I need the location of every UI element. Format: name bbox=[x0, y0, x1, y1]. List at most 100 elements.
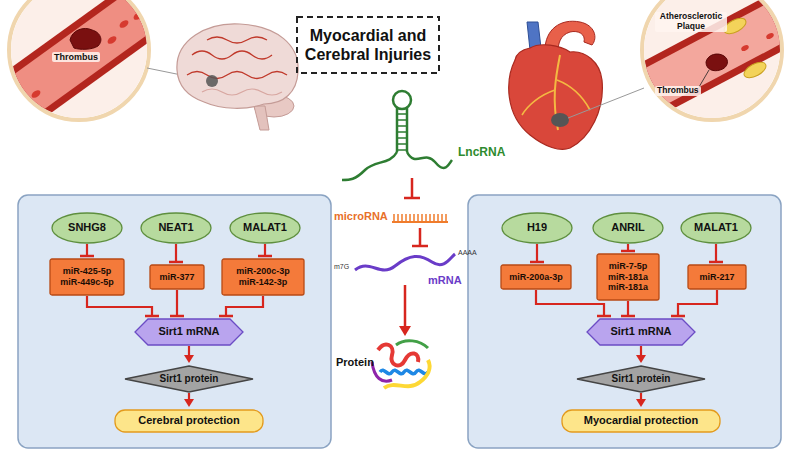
title-box-outline bbox=[296, 16, 440, 74]
inhibition-connector bbox=[530, 244, 544, 262]
connector-line bbox=[627, 301, 629, 316]
brain-figure bbox=[207, 37, 267, 43]
inhibition-bar bbox=[621, 250, 635, 253]
node-text: Sirt1 mRNA bbox=[610, 325, 671, 338]
node-body: Sirt1 mRNA bbox=[134, 318, 244, 346]
node-text: H19 bbox=[527, 221, 547, 234]
title-box: Myocardial and Cerebral Injuries bbox=[296, 16, 440, 74]
lncrna-ellipse: NEAT1 bbox=[140, 212, 212, 244]
molecule-label: Protein bbox=[336, 356, 374, 369]
lncrna-ellipse-outline bbox=[502, 213, 572, 243]
brain-figure bbox=[187, 72, 287, 79]
node-text: Myocardial and Cerebral Injuries bbox=[300, 26, 436, 64]
tail-label: AAAA bbox=[458, 249, 477, 257]
node-body: miR-7-5p miR-181a miR-181a bbox=[596, 253, 660, 301]
inhibition-connector bbox=[170, 290, 184, 316]
arrow-head bbox=[184, 355, 194, 363]
vessel-inset bbox=[0, 0, 170, 130]
vessel-inset bbox=[16, 101, 28, 112]
node-body: Myocardial and Cerebral Injuries bbox=[296, 16, 440, 74]
inhibition-bar bbox=[258, 255, 272, 258]
microrna-strand bbox=[392, 221, 448, 223]
inhibition-mark bbox=[404, 197, 420, 200]
vessel-inset bbox=[118, 19, 130, 30]
translation-arrow bbox=[399, 285, 411, 336]
figure-label: Thrombus bbox=[52, 52, 100, 62]
inhibition-bar bbox=[671, 315, 685, 318]
microrna-strand bbox=[392, 214, 448, 222]
inhibition-bar bbox=[145, 315, 159, 318]
mirna-box-outline bbox=[501, 265, 571, 289]
cap-label: m7G bbox=[334, 263, 349, 271]
lncrna-hairpin bbox=[397, 114, 407, 150]
inhibition-connector bbox=[87, 296, 159, 316]
inhibition-mark bbox=[419, 228, 422, 246]
connector-line bbox=[175, 244, 177, 262]
node-body: Sirt1 protein bbox=[124, 365, 254, 393]
protein-diamond-outline bbox=[125, 366, 253, 392]
connector-line bbox=[226, 296, 263, 316]
lncrna-ellipse: SNHG8 bbox=[51, 212, 123, 244]
heart-figure bbox=[551, 113, 569, 127]
node-text: Sirt1 protein bbox=[160, 373, 219, 385]
lncrna-ellipse-outline bbox=[52, 213, 122, 243]
node-text: miR-200a-3p bbox=[509, 272, 563, 283]
inhibition-connector bbox=[709, 244, 723, 262]
figure-label: Thrombus bbox=[655, 86, 701, 96]
node-text: NEAT1 bbox=[158, 221, 193, 234]
connector-line bbox=[188, 346, 190, 356]
protein-figure bbox=[372, 362, 392, 381]
vessel-inset bbox=[699, 70, 709, 87]
inhibition-connector bbox=[80, 244, 94, 256]
inhibition-bar bbox=[709, 261, 723, 264]
node-body: NEAT1 bbox=[140, 212, 212, 244]
arrow-head bbox=[184, 399, 194, 407]
inhibition-mark bbox=[412, 228, 428, 246]
node-text: SNHG8 bbox=[68, 221, 106, 234]
lncrna-hairpin bbox=[342, 91, 452, 180]
node-text: Myocardial protection bbox=[584, 414, 698, 427]
inhibition-connector bbox=[671, 290, 717, 316]
brain-figure bbox=[254, 106, 269, 130]
connector-line bbox=[188, 393, 190, 400]
connector-line bbox=[536, 290, 604, 316]
activation-connector bbox=[636, 393, 646, 407]
mrna-strand bbox=[355, 254, 455, 270]
outcome-box: Myocardial protection bbox=[561, 409, 721, 433]
node-body: MALAT1 bbox=[680, 212, 752, 244]
mrna-hexagon-outline bbox=[587, 319, 695, 345]
protein-figure bbox=[384, 360, 430, 388]
node-text: Cerebral protection bbox=[138, 414, 239, 427]
protein-figure bbox=[380, 370, 428, 373]
node-body: miR-200c-3p miR-142-3p bbox=[221, 258, 305, 296]
node-text: miR-425-5p miR-449c-5p bbox=[53, 266, 121, 288]
lncrna-ellipse-outline bbox=[230, 213, 300, 243]
node-body: Cerebral protection bbox=[114, 409, 264, 433]
vessel-inset bbox=[630, 0, 800, 130]
lncrna-ellipse: MALAT1 bbox=[680, 212, 752, 244]
node-body: H19 bbox=[501, 212, 573, 244]
lncrna-hairpin bbox=[393, 91, 411, 109]
vessel-inset bbox=[630, 10, 800, 100]
mirna-box-outline bbox=[222, 259, 304, 295]
translation-arrow bbox=[399, 326, 411, 336]
node-body: miR-425-5p miR-449c-5p bbox=[49, 258, 125, 296]
panel bbox=[18, 195, 781, 448]
mirna-box: miR-200a-3p bbox=[500, 264, 572, 290]
mirna-box-outline bbox=[150, 265, 204, 289]
mirna-box: miR-200c-3p miR-142-3p bbox=[221, 258, 305, 296]
vessel-inset bbox=[0, 0, 170, 130]
protein-figure bbox=[378, 345, 418, 366]
connector-line bbox=[87, 296, 152, 316]
figure-label: Atherosclerotic Plaque bbox=[655, 12, 727, 32]
vessel-inset bbox=[630, 10, 800, 100]
connector-line bbox=[678, 290, 717, 316]
connector-line bbox=[536, 244, 538, 262]
mirna-box: miR-377 bbox=[149, 264, 205, 290]
activation-connector bbox=[184, 393, 194, 407]
connector-line bbox=[176, 290, 178, 316]
brain-figure bbox=[177, 24, 298, 130]
inhibition-connector bbox=[258, 244, 272, 256]
node-body: MALAT1 bbox=[229, 212, 301, 244]
